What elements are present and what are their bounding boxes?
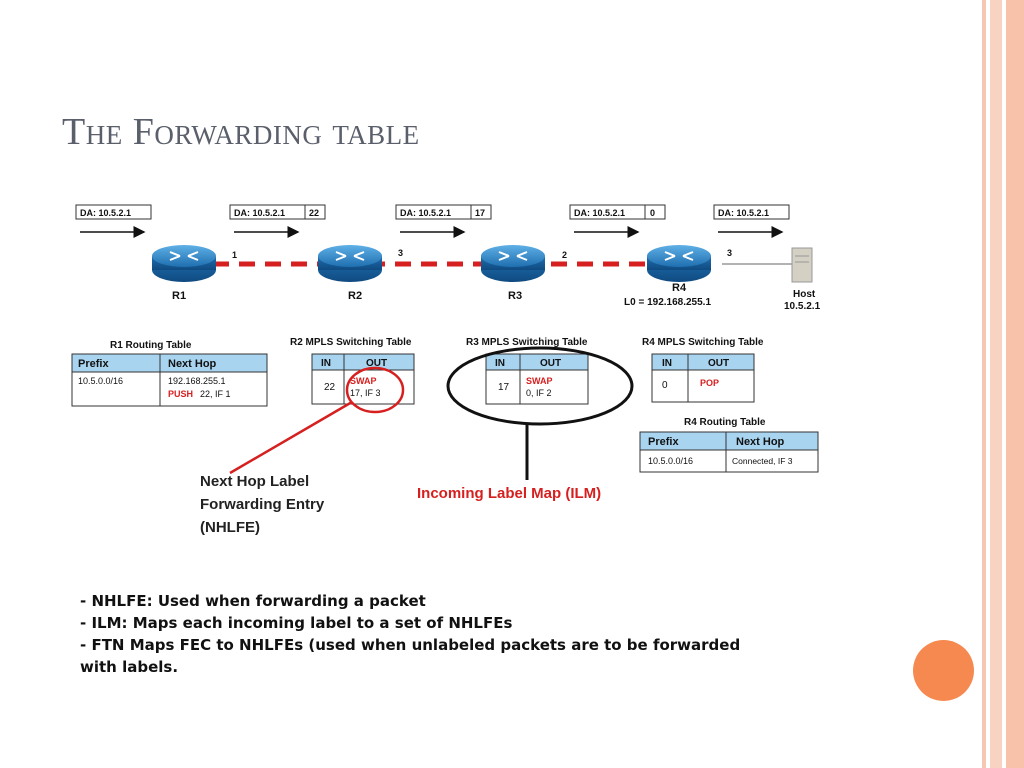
r2-col-in: IN: [321, 358, 331, 369]
packet-label-2: DA: 10.5.2.1 22: [229, 204, 326, 238]
router-r3-label: R3: [508, 290, 522, 302]
r2-switching-caption: R2 MPLS Switching Table: [290, 337, 412, 348]
r4-col-out: OUT: [708, 358, 729, 369]
r4-switching-caption: R4 MPLS Switching Table: [642, 337, 764, 348]
decor-stripe: [1006, 0, 1024, 768]
nhlfe-annotation-line2: Forwarding Entry: [200, 496, 325, 513]
svg-text:DA: 10.5.2.1: DA: 10.5.2.1: [574, 208, 625, 218]
slide-title: The Forwarding table: [62, 111, 420, 153]
r4-col-in: IN: [662, 358, 672, 369]
decor-stripe: [990, 0, 1002, 768]
packet-label-1: DA: 10.5.2.1: [75, 204, 152, 238]
bullet-item: with labels.: [80, 658, 179, 676]
r4-in-cell: 0: [662, 380, 668, 391]
router-r1-label: R1: [172, 290, 186, 302]
r1-port: 1: [232, 250, 237, 260]
svg-text:DA: 10.5.2.1: DA: 10.5.2.1: [234, 208, 285, 218]
r4-switching-table: R4 MPLS Switching Table IN OUT 0 POP: [642, 337, 764, 403]
svg-text:22: 22: [309, 208, 319, 218]
r1-col-nexthop: Next Hop: [168, 358, 217, 370]
router-r4-label: R4: [672, 282, 687, 294]
r3-switching-table: R3 MPLS Switching Table IN OUT 17 SWAP 0…: [466, 337, 589, 405]
r4-routing-caption: R4 Routing Table: [684, 417, 766, 428]
r2-switching-table: R2 MPLS Switching Table IN OUT 22 SWAP 1…: [290, 337, 415, 405]
host-address: 10.5.2.1: [784, 301, 821, 312]
mpls-diagram: DA: 10.5.2.1 DA: 10.5.2.1 22 DA: 10.5.2.…: [62, 190, 877, 688]
r3-in-cell: 17: [498, 382, 510, 393]
r2-out-cell: 17, IF 3: [350, 388, 381, 398]
bullet-item: - FTN Maps FEC to NHLFEs (used when unla…: [80, 636, 741, 654]
orange-circle-decoration: [913, 640, 974, 701]
decor-stripe: [982, 0, 986, 768]
r2-port: 3: [398, 248, 403, 258]
r4-port: 3: [727, 248, 732, 258]
r1-routing-caption: R1 Routing Table: [110, 340, 192, 351]
r3-swap-action: SWAP: [526, 376, 553, 386]
r4-loopback: L0 = 192.168.255.1: [624, 297, 711, 308]
bullet-list: - NHLFE: Used when forwarding a packet -…: [80, 590, 880, 678]
r3-col-out: OUT: [540, 358, 561, 369]
nhlfe-pointer-line: [229, 400, 353, 475]
r3-switching-caption: R3 MPLS Switching Table: [466, 337, 588, 348]
r1-routing-table: R1 Routing Table Prefix Next Hop 10.5.0.…: [71, 340, 268, 407]
nhlfe-annotation-line1: Next Hop Label: [200, 473, 309, 490]
r3-port: 2: [562, 250, 567, 260]
r2-col-out: OUT: [366, 358, 387, 369]
r1-push-rest: 22, IF 1: [200, 389, 231, 399]
r3-out-cell: 0, IF 2: [526, 388, 552, 398]
r4-col-prefix: Prefix: [648, 436, 679, 448]
r1-prefix-cell: 10.5.0.0/16: [78, 376, 123, 386]
host-icon: [791, 247, 813, 283]
packet-label-3: DA: 10.5.2.1 17: [395, 204, 492, 238]
packet-label-5: DA: 10.5.2.1: [713, 204, 790, 238]
r4-pop-action: POP: [700, 378, 719, 388]
bullet-item: - NHLFE: Used when forwarding a packet: [80, 592, 426, 610]
r2-swap-action: SWAP: [350, 376, 377, 386]
router-r3-icon: [481, 245, 545, 282]
r3-col-in: IN: [495, 358, 505, 369]
r1-push-action: PUSH: [168, 389, 193, 399]
r1-nexthop-cell: 192.168.255.1: [168, 376, 226, 386]
svg-text:DA: 10.5.2.1: DA: 10.5.2.1: [400, 208, 451, 218]
r4-col-nexthop: Next Hop: [736, 436, 785, 448]
bullet-item: - ILM: Maps each incoming label to a set…: [80, 614, 513, 632]
router-r2-label: R2: [348, 290, 362, 302]
svg-text:0: 0: [650, 208, 655, 218]
svg-text:DA: 10.5.2.1: DA: 10.5.2.1: [718, 208, 769, 218]
host-label: Host: [793, 289, 816, 300]
r2-in-cell: 22: [324, 382, 336, 393]
r4-routing-table: R4 Routing Table Prefix Next Hop 10.5.0.…: [639, 417, 819, 473]
router-r4-icon: [647, 245, 711, 282]
packet-label-4: DA: 10.5.2.1 0: [569, 204, 666, 238]
nhlfe-annotation-line3: (NHLFE): [200, 519, 260, 536]
router-r2-icon: [318, 245, 382, 282]
r1-col-prefix: Prefix: [78, 358, 109, 370]
router-r1-icon: [152, 245, 216, 282]
ilm-highlight-circle: [446, 346, 634, 426]
svg-text:DA: 10.5.2.1: DA: 10.5.2.1: [80, 208, 131, 218]
svg-text:17: 17: [475, 208, 485, 218]
ilm-annotation: Incoming Label Map (ILM): [417, 485, 601, 502]
nhlfe-highlight-circle: [345, 366, 405, 414]
r4-prefix-cell: 10.5.0.0/16: [648, 456, 693, 466]
r4-nexthop-cell: Connected, IF 3: [732, 456, 793, 466]
